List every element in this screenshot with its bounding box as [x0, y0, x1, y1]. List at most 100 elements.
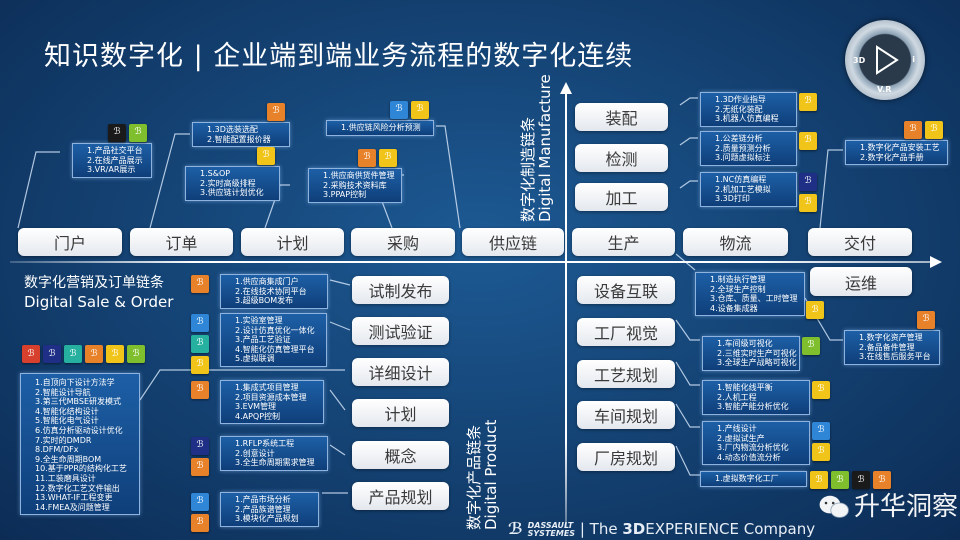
feature-item: 2.人机工程: [717, 392, 757, 402]
feature-item: 2.三维实时生产可视化: [717, 348, 797, 358]
stage-device-connect[interactable]: 设备互联: [577, 276, 675, 304]
feature-item: 3.供应链计划优化: [200, 188, 264, 198]
stage-workshop-planning[interactable]: 车间规划: [577, 401, 675, 429]
wechat-icon: [819, 495, 849, 518]
app-icons: ℬ: [812, 381, 830, 399]
feature-item: 2.机加工艺模拟: [715, 184, 771, 194]
feature-item: 3.PPAP控制: [323, 190, 367, 200]
stage-machining[interactable]: 加工: [575, 183, 668, 211]
ds-app-yellow-icon: ℬ: [191, 356, 209, 374]
stage-inspection[interactable]: 检测: [575, 144, 668, 172]
stage-factory-vision[interactable]: 工厂视觉: [577, 318, 675, 346]
feature-item: 2.设计仿真优化一体化: [235, 325, 315, 335]
manufacture-chain-label: 数字化制造链条 Digital Manufacture: [519, 74, 554, 222]
ds-app-yellow-icon: ℬ: [812, 381, 830, 399]
feature-item: 4.智能化仿真管理平台: [235, 344, 315, 354]
ds-app-green-icon: ℬ: [802, 337, 820, 355]
feature-item: 3.EVM管理: [235, 402, 277, 412]
feature-item: 1.S&OP: [200, 169, 231, 178]
ds-app-yellow-icon: ℬ: [806, 301, 824, 320]
ds-logo-icon: ℬ: [508, 519, 523, 538]
stage-trial-release[interactable]: 试制发布: [352, 276, 449, 304]
ds-app-orange-icon: ℬ: [85, 345, 103, 363]
stage-purchase[interactable]: 采购: [351, 228, 455, 256]
tagline-post: EXPERIENCE Company: [645, 520, 816, 538]
feature-item: 3.仓库、质量、工时管理: [710, 294, 798, 304]
feature-item: 1.集成式项目管理: [235, 383, 299, 392]
ds-app-black-icon: ℬ: [108, 124, 126, 142]
feature-item: 1.数字化资产管理: [859, 333, 923, 342]
product-chain-label: 数字化产品链条 Digital Product: [465, 420, 500, 530]
ds-app-orange-icon: ℬ: [358, 149, 376, 167]
stage-supply-chain[interactable]: 供应链: [462, 228, 564, 256]
ds-app-blue-icon: ℬ: [812, 422, 830, 440]
arrow-right-icon: [930, 256, 942, 268]
feature-item: 3.3D打印: [715, 194, 750, 204]
feature-item: 3.问题虚拟标注: [715, 153, 771, 163]
stage-concept[interactable]: 概念: [352, 441, 449, 469]
plant-planning-feature-box: 1.虚拟数字化工厂: [700, 471, 807, 487]
feature-item: 1.产品社交平台: [87, 146, 143, 155]
app-icons: ℬ: [799, 132, 817, 150]
feature-item: 3.机器人仿真编程: [715, 114, 779, 124]
stage-order[interactable]: 订单: [130, 228, 233, 256]
ds-app-yellow-icon: ℬ: [411, 101, 429, 119]
stage-detail-design[interactable]: 详细设计: [352, 358, 449, 386]
stage-assembly[interactable]: 装配: [575, 103, 668, 131]
feature-item: 6.仿真分析驱动设计优化: [35, 425, 123, 435]
feature-item: 3.超级BOM发布: [235, 296, 294, 306]
app-icons: ℬ: [917, 311, 935, 329]
ds-app-orange-icon: ℬ: [267, 103, 285, 121]
3dexperience-compass-icon[interactable]: 3D i V.R: [845, 20, 925, 100]
app-icons: ℬ: [191, 275, 209, 293]
stage-process-planning[interactable]: 工艺规划: [577, 360, 675, 388]
compass-vr-label: V.R: [877, 85, 892, 94]
ds-app-yellow-icon: ℬ: [106, 345, 124, 363]
ds-app-black-icon: ℬ: [852, 471, 870, 489]
ds-app-yellow-icon: ℬ: [810, 471, 828, 489]
feature-item: 1.制造执行管理: [710, 275, 766, 284]
feature-item: 1.NC仿真编程: [715, 175, 767, 184]
ds-app-blue-icon: ℬ: [191, 314, 209, 332]
stage-delivery[interactable]: 交付: [808, 228, 912, 256]
stage-test-validation[interactable]: 测试验证: [352, 317, 449, 345]
ds-app-yellow-icon: ℬ: [812, 443, 830, 461]
stage-operations[interactable]: 运维: [810, 267, 912, 296]
app-icons: ℬ: [191, 381, 209, 399]
feature-item: 1.供应商集成门户: [235, 277, 299, 286]
ds-app-yellow-icon: ℬ: [799, 194, 817, 212]
horizontal-axis: [10, 261, 935, 263]
feature-item: 10.基于PPR的结构化工艺: [35, 464, 127, 474]
ds-app-yellow-icon: ℬ: [799, 132, 817, 150]
feature-item: 3.在线售后服务平台: [859, 352, 931, 362]
feature-item: 14.FMEA及问题管理: [35, 502, 110, 512]
feature-item: 3.第三代MBSE研发模式: [35, 397, 122, 407]
ds-app-red-icon: ℬ: [22, 345, 40, 363]
feature-item: 12.数字化工艺文件输出: [35, 483, 120, 493]
feature-item: 2.采购技术资料库: [323, 180, 387, 190]
feature-item: 1.产线设计: [717, 424, 757, 433]
ds-app-orange-icon: ℬ: [873, 471, 891, 489]
stage-plan[interactable]: 计划: [241, 228, 344, 256]
ds-app-blue-icon: ℬ: [191, 493, 209, 511]
stage-portal[interactable]: 门户: [18, 228, 122, 256]
stage-product-planning[interactable]: 产品规划: [352, 482, 449, 510]
stage-plant-planning[interactable]: 厂房规划: [577, 443, 675, 471]
tagline-bold: 3D: [622, 520, 646, 538]
stage-production[interactable]: 生产: [572, 228, 675, 256]
stage-logistics[interactable]: 物流: [683, 228, 788, 256]
ds-app-green-icon: ℬ: [129, 124, 147, 142]
stage-project-plan[interactable]: 计划: [352, 399, 449, 427]
